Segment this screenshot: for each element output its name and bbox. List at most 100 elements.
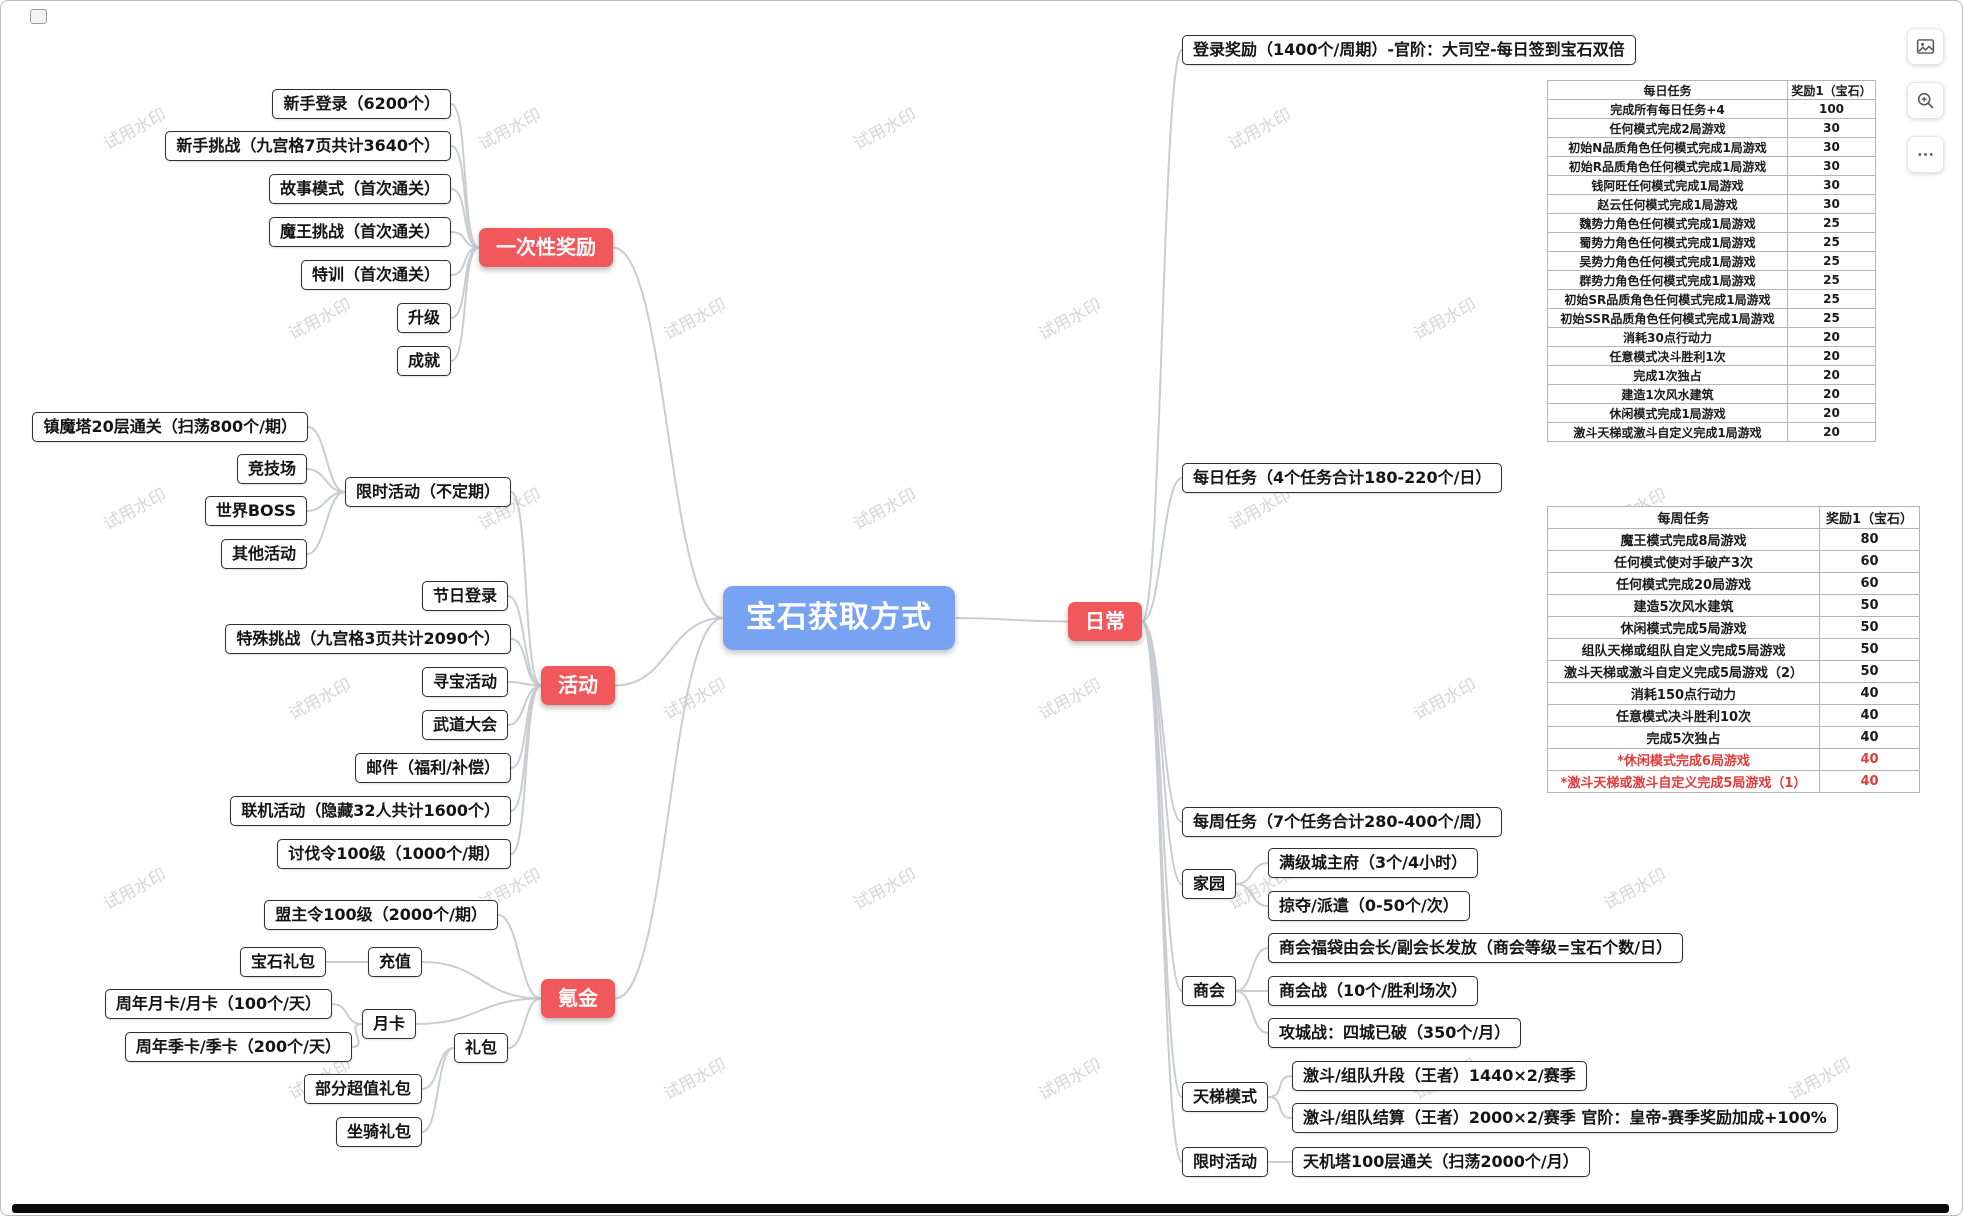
node-plunder-dispatch[interactable]: 掠夺/派遣（0-50个/次）	[1268, 891, 1470, 921]
reward-cell: 50	[1819, 660, 1920, 683]
insert-image-button[interactable]	[1907, 28, 1944, 65]
connector-line	[450, 246, 480, 362]
node-conquest-order[interactable]: 讨伐令100级（1000个/期）	[277, 839, 511, 869]
connector-line	[1235, 862, 1269, 885]
node-gift-packs[interactable]: 礼包	[453, 1033, 508, 1063]
connector-line	[1141, 477, 1183, 623]
corner-widget-icon[interactable]	[30, 9, 47, 24]
node-special-challenge[interactable]: 特殊挑战（九宫格3页共计2090个）	[225, 624, 511, 654]
branch-daily[interactable]: 日常	[1068, 602, 1142, 641]
node-season-settlement[interactable]: 激斗/组队结算（王者）2000×2/赛季 官阶：皇帝-赛季奖励加成+100%	[1292, 1103, 1838, 1133]
window-bottom-edge	[12, 1204, 1949, 1213]
node-guild-lucky-bag[interactable]: 商会福袋由会长/副会长发放（商会等级=宝石个数/日）	[1268, 933, 1684, 963]
node-arena[interactable]: 竞技场	[236, 454, 307, 484]
zoom-in-icon	[1915, 90, 1936, 111]
node-daily-tasks[interactable]: 每日任务（4个任务合计180-220个/日）	[1182, 463, 1503, 493]
more-button[interactable]	[1907, 136, 1944, 173]
node-mail-rewards[interactable]: 邮件（福利/补偿）	[355, 753, 511, 783]
connector-line	[1141, 620, 1183, 885]
connector-line	[421, 1047, 455, 1090]
node-homeland[interactable]: 家园	[1182, 869, 1237, 899]
node-guild[interactable]: 商会	[1182, 976, 1237, 1006]
connector-line	[1141, 620, 1183, 1098]
reward-cell: 25	[1787, 213, 1876, 233]
connector-line	[497, 914, 542, 1000]
node-tianji-tower[interactable]: 天机塔100层通关（扫荡2000个/月）	[1292, 1147, 1590, 1177]
reward-cell: 40	[1819, 704, 1920, 727]
reward-cell: 30	[1787, 194, 1876, 214]
central-topic[interactable]: 宝石获取方式	[723, 586, 955, 650]
node-guild-war[interactable]: 商会战（10个/胜利场次）	[1268, 976, 1479, 1006]
reward-cell: 50	[1819, 638, 1920, 661]
node-gem-pack[interactable]: 宝石礼包	[239, 947, 326, 977]
node-siege-war[interactable]: 攻城战：四城已破（350个/月）	[1268, 1018, 1522, 1048]
branch-activities[interactable]: 活动	[541, 666, 615, 705]
node-mount-pack[interactable]: 坐骑礼包	[335, 1117, 422, 1147]
connector-line	[1267, 1075, 1293, 1098]
node-other-events[interactable]: 其他活动	[220, 539, 307, 569]
node-login-rewards[interactable]: 登录奖励（1400个/周期）-官阶：大司空-每日签到宝石双倍	[1182, 35, 1636, 65]
task-cell: 任何模式使对手破产3次	[1547, 550, 1820, 573]
node-treasure-hunt[interactable]: 寻宝活动	[421, 667, 508, 697]
task-column-header: 每日任务	[1547, 80, 1788, 100]
reward-cell: 50	[1819, 594, 1920, 617]
task-cell: 任意模式决斗胜利1次	[1547, 346, 1788, 366]
branch-one-time-rewards[interactable]: 一次性奖励	[479, 228, 613, 267]
node-top-up[interactable]: 充值	[367, 947, 422, 977]
zoom-button[interactable]	[1907, 82, 1944, 119]
node-limited-time-events[interactable]: 限时活动（不定期）	[344, 477, 511, 507]
task-cell: 赵云任何模式完成1局游戏	[1547, 194, 1788, 214]
node-boss-challenge[interactable]: 魔王挑战（首次通关）	[268, 217, 451, 247]
node-world-boss[interactable]: 世界BOSS	[204, 496, 307, 526]
task-cell: 任意模式决斗胜利10次	[1547, 704, 1820, 727]
reward-cell: 20	[1787, 384, 1876, 404]
node-demon-tower[interactable]: 镇魔塔20层通关（扫荡800个/期）	[32, 412, 308, 442]
task-cell: 激斗天梯或激斗自定义完成1局游戏	[1547, 422, 1788, 442]
connector-line	[351, 1023, 363, 1048]
node-special-training[interactable]: 特训（首次通关）	[300, 260, 451, 290]
node-achievements[interactable]: 成就	[396, 346, 451, 376]
canvas-toolbar	[1907, 28, 1944, 173]
branch-krypton[interactable]: 氪金	[541, 979, 615, 1018]
node-monthly-card[interactable]: 月卡	[361, 1009, 416, 1039]
node-value-packs[interactable]: 部分超值礼包	[303, 1074, 422, 1104]
connector-line	[507, 997, 542, 1049]
task-column-header: 每周任务	[1547, 506, 1820, 529]
task-cell: 钱阿旺任何模式完成1局游戏	[1547, 175, 1788, 195]
task-cell: 消耗150点行动力	[1547, 682, 1820, 705]
task-cell: 初始N品质角色任何模式完成1局游戏	[1547, 137, 1788, 157]
node-anniversary-monthly-card[interactable]: 周年月卡/月卡（100个/天）	[104, 989, 332, 1019]
node-festival-login[interactable]: 节日登录	[421, 581, 508, 611]
node-weekly-tasks[interactable]: 每周任务（7个任务合计280-400个/周）	[1182, 807, 1503, 837]
node-level-up[interactable]: 升级	[396, 303, 451, 333]
table-header-row: 每周任务 奖励1（宝石）	[1547, 506, 1920, 529]
node-coop-events[interactable]: 联机活动（隐藏32人共计1600个）	[230, 796, 511, 826]
node-ladder-mode[interactable]: 天梯模式	[1182, 1082, 1269, 1112]
connector-line	[510, 684, 542, 812]
connector-line	[307, 426, 346, 493]
task-cell: 休闲模式完成5局游戏	[1547, 616, 1820, 639]
node-martial-arts-tournament[interactable]: 武道大会	[421, 710, 508, 740]
node-alliance-order[interactable]: 盟主令100级（2000个/期）	[264, 900, 498, 930]
node-newbie-challenge[interactable]: 新手挑战（九宫格7页共计3640个）	[165, 131, 451, 161]
reward-cell: 25	[1787, 251, 1876, 271]
node-rank-promotion[interactable]: 激斗/组队升段（王者）1440×2/赛季	[1292, 1061, 1587, 1091]
node-limited-time[interactable]: 限时活动	[1182, 1147, 1269, 1177]
node-newbie-login[interactable]: 新手登录（6200个）	[272, 89, 451, 119]
node-city-hall[interactable]: 满级城主府（3个/4小时）	[1268, 848, 1479, 878]
task-cell: 初始SSR品质角色任何模式完成1局游戏	[1547, 308, 1788, 328]
node-story-mode[interactable]: 故事模式（首次通关）	[268, 174, 451, 204]
node-anniversary-season-card[interactable]: 周年季卡/季卡（200个/天）	[124, 1032, 352, 1062]
